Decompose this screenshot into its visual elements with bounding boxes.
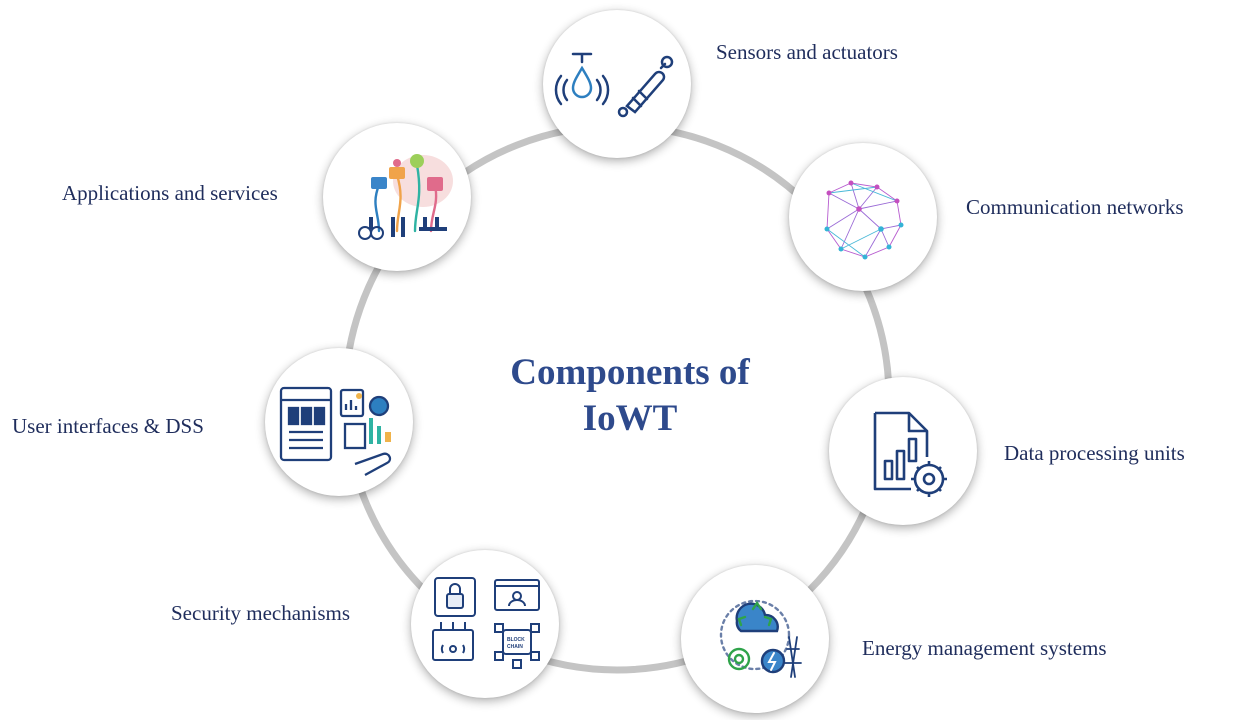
label-applications-services: Applications and services bbox=[62, 181, 278, 205]
energy-management-icon bbox=[719, 599, 802, 678]
dashboard-icon bbox=[279, 386, 392, 477]
title-line-2: IoWT bbox=[582, 398, 678, 439]
label-energy-management: Energy management systems bbox=[862, 636, 1107, 660]
node-sensors-actuators bbox=[543, 10, 691, 158]
label-communication-networks: Communication networks bbox=[966, 195, 1184, 219]
node-communication-networks bbox=[789, 143, 937, 291]
svg-text:CHAIN: CHAIN bbox=[507, 644, 523, 650]
node-user-interfaces bbox=[265, 348, 413, 496]
node-energy-management bbox=[681, 565, 829, 713]
diagram-title: Components of IoWT bbox=[470, 350, 790, 442]
label-user-interfaces: User interfaces & DSS bbox=[12, 414, 204, 438]
label-data-processing: Data processing units bbox=[1004, 441, 1185, 465]
label-security-mechanisms: Security mechanisms bbox=[171, 601, 351, 625]
svg-text:BLOCK: BLOCK bbox=[507, 637, 525, 643]
applications-icon bbox=[358, 154, 453, 240]
data-processing-icon bbox=[873, 411, 947, 497]
network-globe-icon bbox=[824, 180, 904, 260]
node-data-processing bbox=[829, 377, 977, 525]
label-sensors-actuators: Sensors and actuators bbox=[716, 40, 898, 64]
title-line-1: Components of bbox=[510, 352, 750, 393]
sensor-actuator-icon bbox=[554, 52, 674, 118]
node-applications-services bbox=[323, 123, 471, 271]
